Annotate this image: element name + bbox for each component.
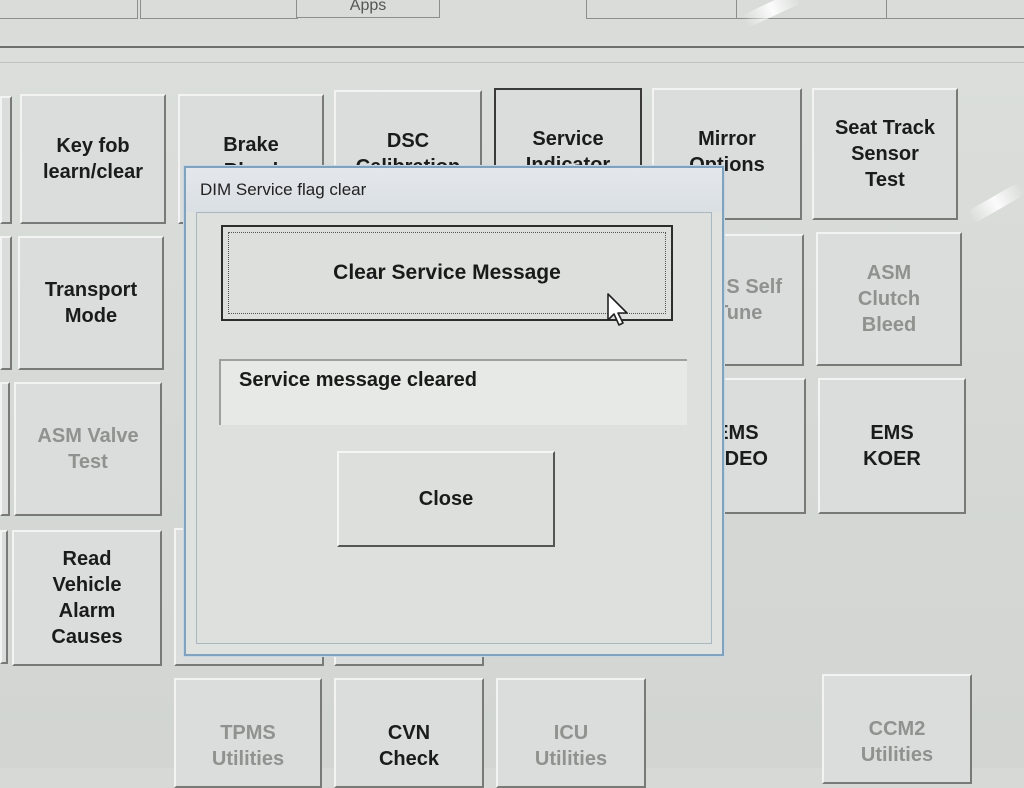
toolbar-apps-label: Apps <box>349 0 387 14</box>
toolbar-button[interactable] <box>736 0 888 19</box>
tile-seat-track-sensor-test[interactable]: Seat Track Sensor Test <box>812 88 958 220</box>
tile-transport-mode[interactable]: Transport Mode <box>18 236 164 370</box>
tile-cvn-check[interactable]: CVN Check <box>334 678 484 788</box>
tile-partial-left[interactable] <box>0 530 8 664</box>
clear-service-message-label: Clear Service Message <box>333 261 561 284</box>
tile-key-fob[interactable]: Key fob learn/clear <box>20 94 166 224</box>
tile-asm-clutch-bleed[interactable]: ASM Clutch Bleed <box>816 232 962 366</box>
dialog-title: DIM Service flag clear <box>186 168 722 212</box>
tile-read-vehicle-alarm-causes[interactable]: Read Vehicle Alarm Causes <box>12 530 162 666</box>
tile-partial-left[interactable] <box>0 96 12 224</box>
close-button[interactable]: Close <box>337 451 555 547</box>
separator-line <box>0 46 1024 48</box>
dim-service-flag-dialog: DIM Service flag clear Clear Service Mes… <box>184 166 724 656</box>
tile-tpms-utilities[interactable]: TPMS Utilities <box>174 678 322 788</box>
toolbar-button[interactable] <box>140 0 298 19</box>
tile-icu-utilities[interactable]: ICU Utilities <box>496 678 646 788</box>
toolbar-apps-button[interactable]: Apps <box>296 0 440 18</box>
close-button-label: Close <box>418 487 474 510</box>
separator-line <box>0 62 1024 63</box>
tile-ems-koer[interactable]: EMS KOER <box>818 378 966 514</box>
mouse-pointer-icon <box>607 293 628 326</box>
clear-service-message-button[interactable]: Clear Service Message <box>221 225 673 321</box>
tile-asm-valve-test[interactable]: ASM Valve Test <box>14 382 162 516</box>
dialog-body: Clear Service Message Service message cl… <box>196 212 712 644</box>
toolbar-button[interactable] <box>0 0 138 19</box>
top-toolbar: Apps <box>0 0 1024 44</box>
tile-partial-left[interactable] <box>0 382 10 516</box>
toolbar-button[interactable] <box>586 0 738 19</box>
status-message-field: Service message cleared <box>219 359 687 425</box>
tile-partial-left[interactable] <box>0 236 12 370</box>
toolbar-button[interactable] <box>886 0 1024 19</box>
screen-glare <box>966 181 1024 225</box>
